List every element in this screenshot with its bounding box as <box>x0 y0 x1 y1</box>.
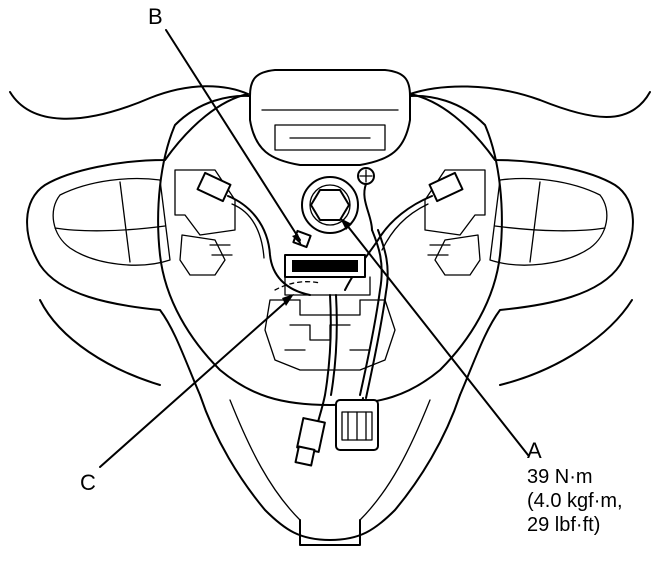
top-center-block <box>249 69 411 97</box>
clock-spring <box>264 299 396 371</box>
torque-spec-lbfft: 29 lbf·ft) <box>527 514 601 536</box>
torque-spec-nm: 39 N·m <box>527 466 593 488</box>
rim-lower-left <box>39 299 161 386</box>
leader-line-a <box>345 223 529 456</box>
leader-line-c <box>99 299 289 468</box>
leader-line-b <box>165 29 301 241</box>
torque-spec: 39 N·m (4.0 kgf·m, 29 lbf·ft) <box>527 465 623 537</box>
left-bracket <box>174 169 236 236</box>
lower-spoke-outline <box>199 394 461 541</box>
callout-a: A <box>527 438 542 463</box>
center-nut-washer <box>301 176 359 234</box>
left-switch-panel <box>52 177 171 266</box>
rim-upper-left <box>9 85 249 120</box>
right-switch-connector <box>428 171 464 203</box>
harness-left <box>227 195 311 296</box>
rim-lower-right <box>499 299 633 386</box>
hub-opening <box>157 94 503 406</box>
rim-upper-right <box>409 85 651 118</box>
torque-spec-kgfm: (4.0 kgf·m, <box>527 490 623 512</box>
left-spoke-outline <box>26 93 249 396</box>
lower-wire-left <box>315 294 332 431</box>
callout-c: C <box>80 470 96 495</box>
right-spoke-outline <box>409 93 634 396</box>
center-nut <box>310 189 350 221</box>
right-bracket <box>424 169 486 236</box>
right-switch-panel <box>489 177 608 266</box>
callout-b: B <box>148 4 163 29</box>
left-switch-connector <box>196 171 232 203</box>
